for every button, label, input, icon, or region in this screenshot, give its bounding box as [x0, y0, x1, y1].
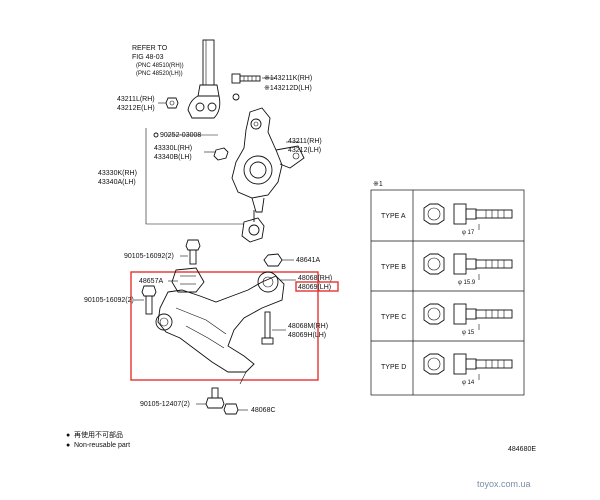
callout-48068C: 48068C: [251, 407, 276, 414]
nut-48641A-drawing: [263, 253, 283, 267]
bolt-90105-12407-drawing: [205, 387, 225, 409]
bolt-type-a-label: TYPE A: [381, 213, 406, 220]
bolt-type-b-label: TYPE B: [381, 264, 406, 271]
refer-note-line4: (PNC 48520(LH)): [136, 71, 183, 77]
bolt-type-table: ※1 TYPE A TYPE B TYPE C TYPE D φ 17: [370, 181, 525, 396]
nut-48068C-drawing: [223, 403, 239, 415]
bolt-43211K-drawing: [231, 73, 261, 84]
legend-en-text: Non-reusable part: [74, 442, 130, 449]
ball-joint-drawing: [241, 210, 265, 243]
leader-lines: [134, 77, 300, 411]
callout-90105-12407: 90105-12407(2): [140, 401, 190, 408]
bolt-type-b-diameter: φ 15.9: [458, 280, 476, 286]
callout-90105-16092-lower: 90105-16092(2): [84, 297, 134, 304]
legend-bullet-en: ●: [66, 442, 70, 449]
bolt-type-c-label: TYPE C: [381, 314, 406, 321]
strut-drawing: [187, 39, 221, 119]
steering-knuckle-drawing: [231, 107, 305, 213]
lower-arm-drawing: [155, 267, 285, 373]
callout-43211L: 43211L(RH): [117, 96, 155, 103]
highlight-48069-lh: [295, 281, 339, 292]
bolt-type-a-diameter: φ 17: [462, 230, 475, 236]
bolt-table-ref: ※1: [373, 181, 383, 188]
bolt-48068M-drawing: [261, 311, 274, 345]
bracket-leader-43330K: [145, 128, 244, 225]
callout-90105-16092-upper: 90105-16092(2): [124, 253, 174, 260]
callout-43340A: 43340A(LH): [98, 179, 136, 186]
callout-43212: 43212(LH): [288, 147, 321, 154]
legend-jp-text: 再使用不可部品: [74, 430, 123, 439]
callout-43212E: 43212E(LH): [117, 105, 155, 112]
callout-43211K: ※143211K(RH): [264, 75, 312, 82]
refer-note-line2: FIG 48-03: [132, 54, 164, 61]
bolt-type-b-drawing: φ 15.9: [423, 253, 513, 286]
callout-48657A: 48657A: [139, 278, 163, 285]
callout-48068-rh: 48068(RH): [298, 275, 332, 282]
nut-43330L-drawing: [213, 147, 229, 161]
bolt-type-d-drawing: φ 14: [423, 353, 513, 386]
bolt-type-d-label: TYPE D: [381, 364, 406, 371]
callout-43212D: ※143212D(LH): [264, 85, 312, 92]
bolt-type-c-drawing: φ 15: [423, 303, 513, 336]
callout-48069H: 48069H(LH): [288, 332, 326, 339]
highlight-frame: [130, 271, 319, 381]
refer-note: REFER TO FIG 48-03 (PNC 48510(RH)) (PNC …: [132, 45, 184, 77]
legend: ● 再使用不可部品 ● Non-reusable part: [66, 430, 130, 449]
bolt-type-c-diameter: φ 15: [462, 330, 475, 336]
refer-note-line1: REFER TO: [132, 45, 168, 52]
bolt-type-a-drawing: φ 17: [423, 203, 513, 236]
bolt-90105-16092-upper-drawing: [185, 239, 201, 265]
callout-43330K: 43330K(RH): [98, 170, 137, 177]
nut-small-drawing: [232, 93, 240, 101]
bolt-type-d-diameter: φ 14: [462, 380, 475, 386]
refer-note-line3: (PNC 48510(RH)): [136, 63, 184, 69]
callout-48068M: 48068M(RH): [288, 323, 328, 330]
callout-43330L: 43330L(RH): [154, 145, 192, 152]
callout-48641A: 48641A: [296, 257, 320, 264]
bolt-90105-16092-lower-drawing: [141, 285, 157, 315]
callout-48069-lh: 48069(LH): [298, 284, 331, 291]
cotter-pin-drawing: [153, 132, 159, 138]
watermark: toyox.com.ua: [477, 479, 531, 489]
callout-labels: 43211L(RH) 43212E(LH) ※143211K(RH) ※1432…: [84, 75, 332, 414]
callout-90252-03008: 90252-03008: [160, 132, 201, 139]
legend-bullet-jp: ●: [66, 432, 70, 439]
callout-43211: 43211(RH): [288, 138, 322, 145]
callout-43340B: 43340B(LH): [154, 154, 192, 161]
bolt-43211L-drawing: [165, 97, 179, 109]
figure-code: 484680E: [508, 446, 536, 453]
